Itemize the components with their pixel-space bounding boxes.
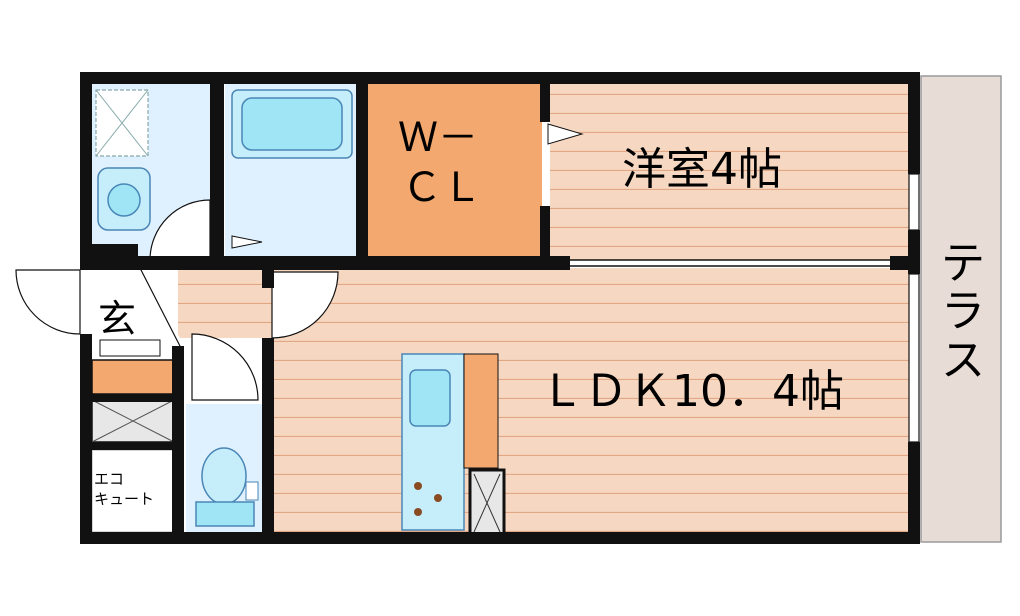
entrance-door-swing: [15, 269, 81, 335]
stove-burner: [414, 482, 422, 490]
stove-burner: [434, 494, 442, 502]
walk-in-closet-label-1: Ｗ－: [398, 115, 478, 161]
stove-burner: [414, 508, 422, 516]
toilet-door-swing: [191, 333, 259, 401]
eco-cute-label-2: キュート: [94, 490, 155, 508]
washroom-door-swing: [149, 199, 211, 261]
kitchen-cabinet: [463, 353, 499, 469]
terrace-label: テラス: [941, 238, 985, 386]
toilet-tank: [195, 501, 255, 527]
western-room-door-mark: [547, 123, 584, 145]
bathroom-door-mark: [231, 235, 263, 249]
walk-in-closet: [367, 84, 542, 260]
shoe-cabinet: [91, 359, 175, 395]
western-room-label: 洋室4帖: [622, 144, 782, 195]
western-room-floor: [550, 84, 912, 260]
terrace-area: [920, 75, 1002, 543]
window-ldk: [908, 273, 920, 443]
toilet-bowl: [201, 447, 247, 505]
basin-bowl: [107, 183, 141, 217]
kitchen-sink: [409, 369, 451, 427]
bathtub-inner: [241, 97, 343, 151]
ldk-label: ＬＤＫ10．4帖: [540, 366, 844, 417]
toilet-paper: [245, 481, 259, 501]
entrance-step: [99, 339, 161, 357]
ldk-door-swing: [271, 271, 339, 339]
window-western: [908, 173, 920, 231]
entrance-label: 玄: [98, 297, 137, 341]
walk-in-closet-label-2: ＣＬ: [402, 165, 482, 211]
eco-cute-label-1: エコ: [94, 470, 125, 488]
ldk-floor: [140, 268, 912, 538]
walls: [80, 72, 920, 544]
